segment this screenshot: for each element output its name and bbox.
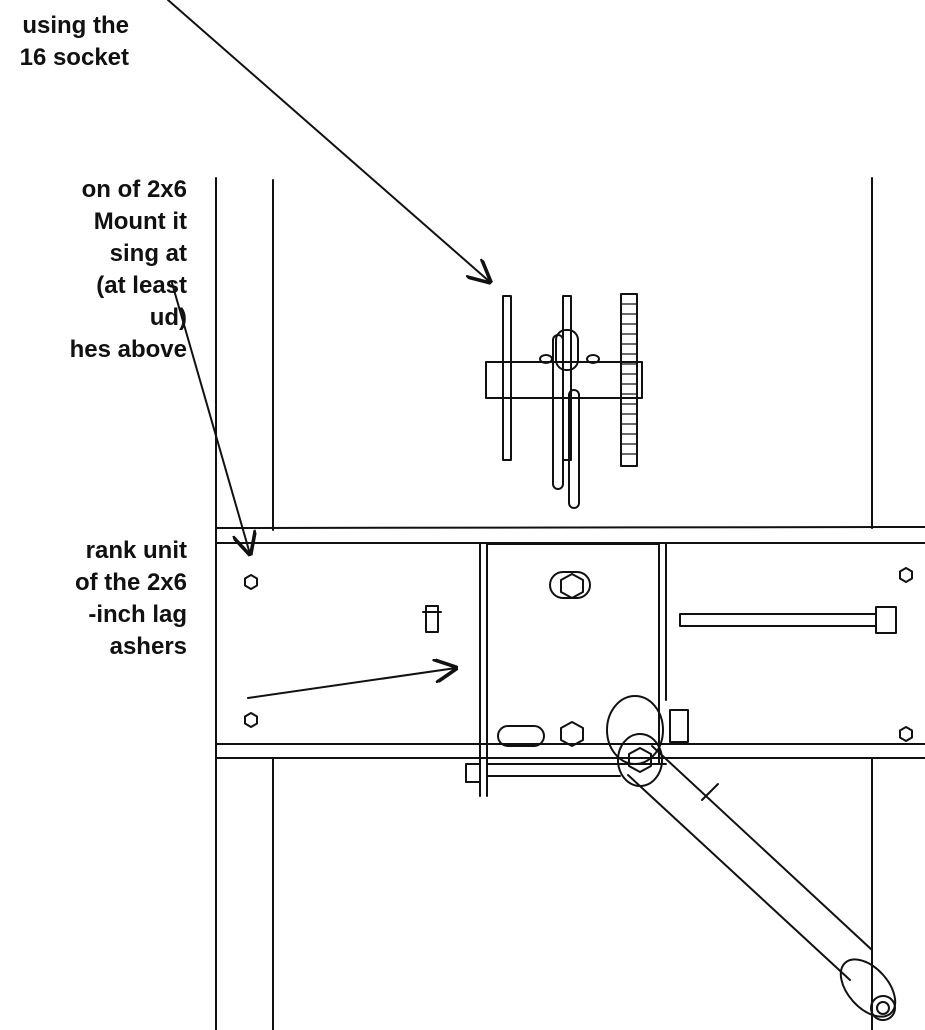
callout-crank-note: rank unit of the 2x6 -inch lag ashers bbox=[75, 535, 187, 663]
reel-flange-left bbox=[502, 295, 512, 461]
reel-link bbox=[568, 389, 580, 509]
callout-line: sing at bbox=[109, 240, 187, 267]
crank-spindle bbox=[669, 709, 689, 743]
lag-screw-head bbox=[899, 726, 913, 742]
crank-hub bbox=[606, 695, 664, 765]
callout-line: -inch lag bbox=[88, 601, 187, 628]
callout-line: ashers bbox=[109, 633, 187, 660]
crank-arm-mark bbox=[701, 783, 719, 801]
crank-handle bbox=[606, 695, 897, 1021]
wall-studs bbox=[215, 177, 873, 1030]
leader-arrows bbox=[167, 0, 490, 699]
lag-bolt-head bbox=[875, 606, 897, 634]
lag-screw-head bbox=[244, 574, 258, 590]
callout-line: ud) bbox=[149, 304, 187, 331]
callout-line: on of 2x6 bbox=[81, 176, 187, 203]
crank-hub-inner bbox=[617, 733, 663, 787]
lag-screw-head bbox=[899, 567, 913, 583]
arrow-to-board bbox=[171, 282, 250, 554]
callout-socket-note: using the 16 socket bbox=[20, 10, 129, 74]
bracket-bolt bbox=[560, 573, 584, 599]
cable-reel bbox=[485, 293, 643, 509]
lag-screw-head bbox=[244, 712, 258, 728]
arrow-to-reel bbox=[167, 0, 490, 282]
reel-link bbox=[552, 334, 564, 490]
callout-line: Mount it bbox=[93, 208, 187, 235]
callout-line: using the bbox=[22, 12, 129, 39]
arrow-to-bracket bbox=[247, 668, 456, 699]
reel-link bbox=[555, 329, 579, 371]
lag-bolt-shank bbox=[679, 613, 877, 627]
crank-grip-cap bbox=[870, 995, 896, 1021]
adjust-slot bbox=[497, 725, 545, 747]
crank-arm-edge bbox=[627, 774, 851, 981]
crank-grip-cap-inner bbox=[876, 1001, 890, 1015]
callout-line: rank unit bbox=[85, 537, 187, 564]
crank-grip bbox=[839, 958, 897, 1018]
callout-line: of the 2x6 bbox=[74, 569, 187, 596]
board-top-edge bbox=[215, 526, 925, 529]
crank-nut bbox=[628, 747, 652, 773]
flange-bolt bbox=[465, 763, 481, 783]
callout-line: 16 socket bbox=[19, 44, 129, 71]
crank-arm-edge bbox=[651, 745, 873, 951]
bracket-bolt bbox=[560, 721, 584, 747]
reel-gear bbox=[620, 293, 638, 467]
flange-nut bbox=[425, 605, 439, 633]
reel-hole bbox=[539, 354, 553, 364]
callout-line: hes above bbox=[69, 336, 187, 363]
mounting-board bbox=[215, 526, 925, 759]
bracket-plate bbox=[486, 543, 660, 765]
gear-teeth bbox=[620, 303, 638, 455]
reel-hole bbox=[586, 354, 600, 364]
